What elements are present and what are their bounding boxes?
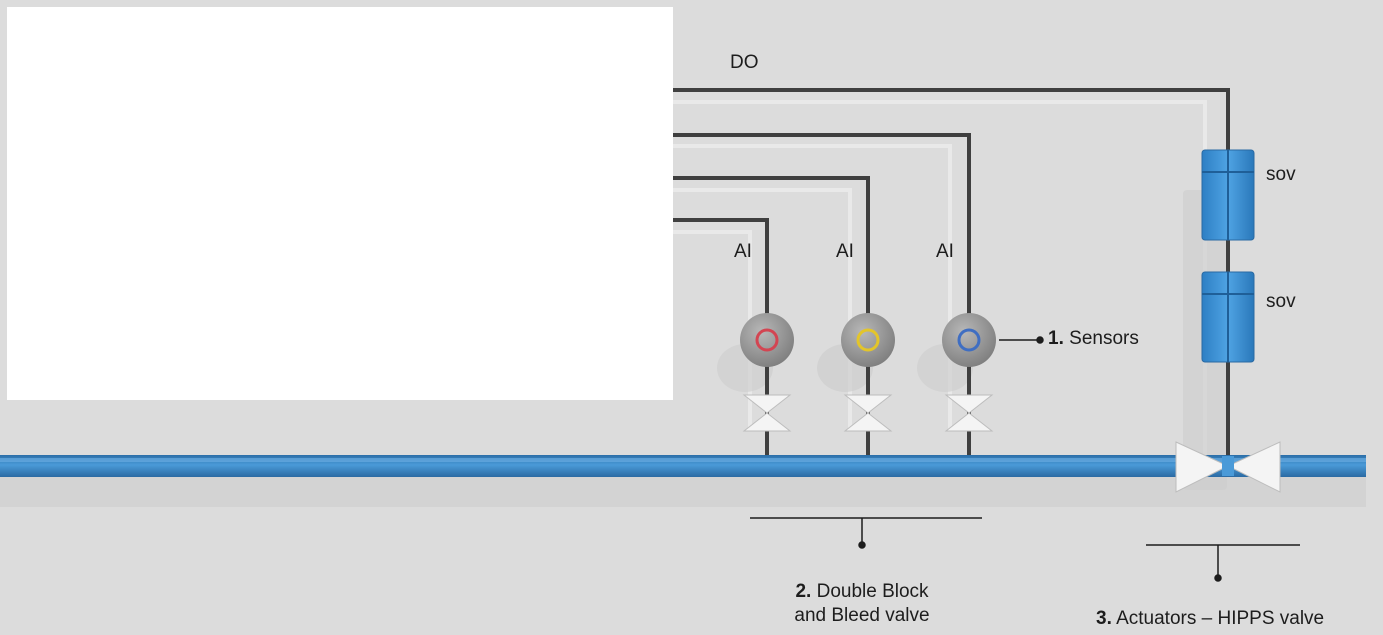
do-label: DO bbox=[730, 52, 759, 73]
sensor-yellow bbox=[841, 313, 895, 367]
wire-reflections bbox=[673, 100, 1207, 460]
actuators-callout-number: 3. bbox=[1096, 608, 1112, 629]
ai-label-1: AI bbox=[734, 241, 752, 262]
dbb-valve-3 bbox=[944, 394, 994, 432]
sensors-callout: 1. Sensors bbox=[1048, 329, 1139, 348]
dbb-callout-line1: Double Block bbox=[816, 581, 929, 602]
sov-units bbox=[1201, 149, 1255, 363]
dbb-valves bbox=[742, 394, 994, 432]
sov-top bbox=[1201, 149, 1255, 241]
sensor-blue bbox=[942, 313, 996, 367]
sensors-callout-text: Sensors bbox=[1069, 328, 1139, 349]
actuators-callout-text: Actuators – HIPPS valve bbox=[1116, 608, 1325, 629]
hipps-valve bbox=[1175, 441, 1281, 493]
dbb-callout-number: 2. bbox=[795, 581, 812, 602]
sensors-callout-number: 1. bbox=[1048, 328, 1064, 349]
pipeline bbox=[0, 455, 1366, 507]
dbb-callout-line2: and Bleed valve bbox=[794, 604, 930, 626]
hipps-bracket bbox=[1146, 544, 1300, 582]
actuators-callout: 3. Actuators – HIPPS valve bbox=[1096, 609, 1324, 628]
sov-label-bottom: sov bbox=[1266, 291, 1296, 312]
dbb-valve-2 bbox=[843, 394, 893, 432]
sov-label-top: sov bbox=[1266, 164, 1296, 185]
blank-panel bbox=[7, 7, 673, 400]
ai-wire-3 bbox=[673, 133, 971, 460]
dbb-callout: 2. Double Block and Bleed valve bbox=[752, 580, 972, 628]
sensor-red bbox=[740, 313, 794, 367]
dbb-valve-1 bbox=[742, 394, 792, 432]
callout-leaders bbox=[750, 336, 1300, 582]
ai-label-2: AI bbox=[836, 241, 854, 262]
dbb-bracket bbox=[750, 517, 982, 549]
ai-wire-1 bbox=[673, 218, 769, 460]
sensors bbox=[740, 313, 996, 367]
sov-bottom bbox=[1201, 271, 1255, 363]
ai-label-3: AI bbox=[936, 241, 954, 262]
